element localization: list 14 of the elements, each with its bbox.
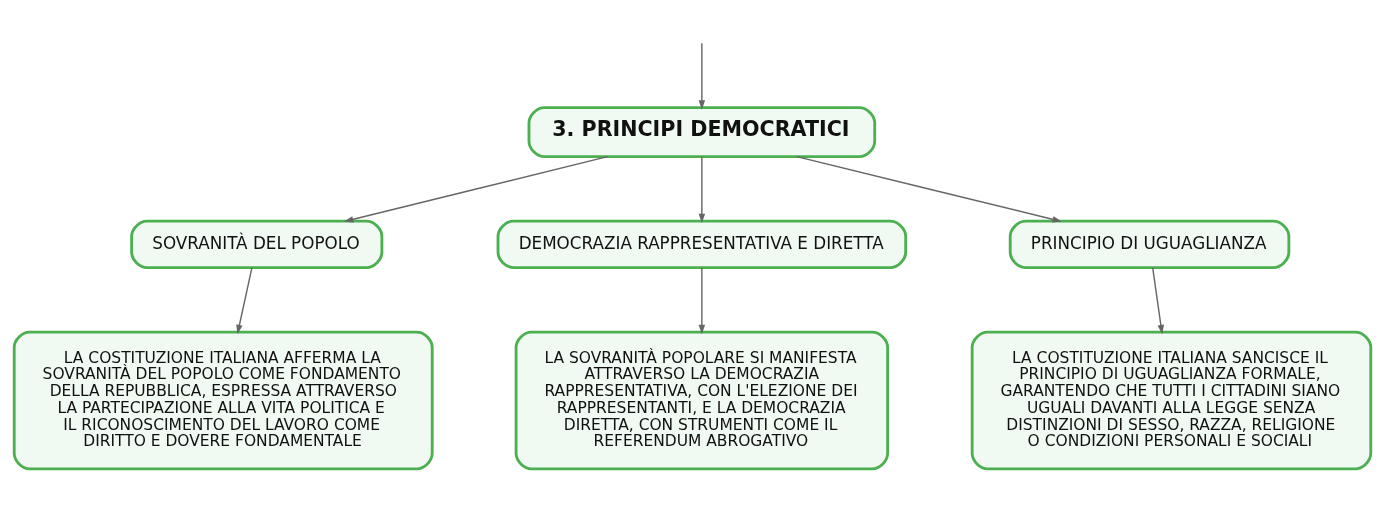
node-box: PRINCIPIO DI UGUAGLIANZA xyxy=(1008,219,1291,269)
arrow xyxy=(236,266,253,335)
arrow xyxy=(796,155,1062,223)
node-box: LA COSTITUZIONE ITALIANA SANCISCE IL PRINCIPIO DI UGUAGLIANZA FORMALE, GARANTENDO CHE TUTTI I CITTADINI SIANO UGUALI DAVANTI ALLA LEGGE SENZA DISTINZIONI DI SESSO, RAZZA, RELIGIONE O CONDIZIONI PERSONALI E SOCIALI xyxy=(970,330,1373,471)
node-box: LA SOVRANITÀ POPOLARE SI MANIFESTA ATTRAVERSO LA DEMOCRAZIA RAPPRESENTATIVA, CON L'ELEZIONE DEI RAPPRESENTANTI, E LA DEMOCRAZIA DIRETTA, CON STRUMENTI COME IL REFERENDUM ABROGATIVO xyxy=(514,330,890,471)
arrow xyxy=(698,42,706,110)
node-box: DEMOCRAZIA RAPPRESENTATIVA E DIRETTA xyxy=(496,219,908,269)
arrow xyxy=(698,266,706,335)
arrow xyxy=(344,155,609,223)
node-box: SOVRANITÀ DEL POPOLO xyxy=(130,219,384,269)
node-box: LA COSTITUZIONE ITALIANA AFFERMA LA SOVRANITÀ DEL POPOLO COME FONDAMENTO DELLA REPUBBLICA, ESPRESSA ATTRAVERSO LA PARTECIPAZIONE ALLA VITA POLITICA E IL RICONOSCIMENTO DEL LAVORO COME DIRITTO E DOVERE FONDAMENTALE xyxy=(12,330,434,471)
arrow xyxy=(698,155,706,224)
arrow xyxy=(1151,266,1165,335)
node-box: 3. PRINCIPI DEMOCRATICI xyxy=(527,106,877,159)
